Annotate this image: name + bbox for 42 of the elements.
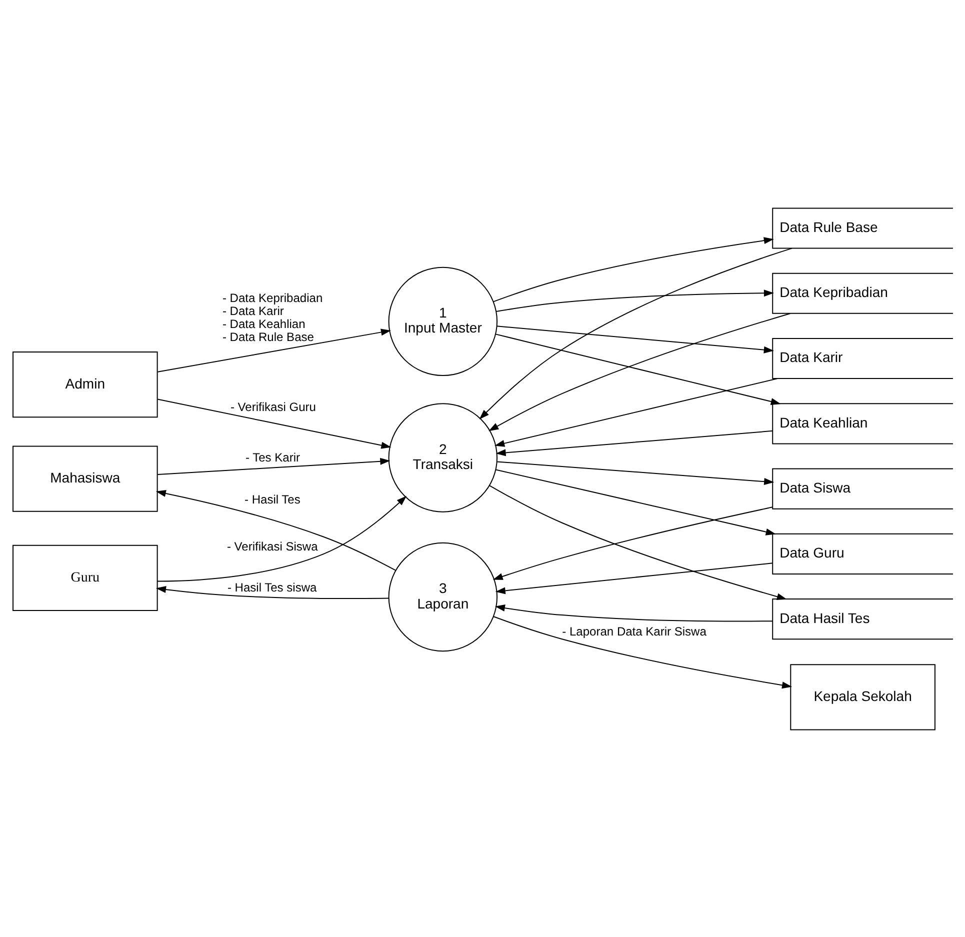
arrow (494, 333, 780, 404)
arrow (155, 490, 396, 570)
arrow (496, 460, 774, 485)
arrow (156, 328, 391, 372)
node-text: Data Rule Base (779, 218, 878, 234)
arrow (492, 236, 774, 302)
edge-label: - Tes Karir (245, 450, 300, 464)
arrow (156, 398, 391, 448)
node-text: Data Keahlian (779, 414, 868, 430)
arrow (156, 495, 406, 582)
arrow (494, 604, 772, 622)
edge-label: - Laporan Data Karir Siswa (562, 624, 706, 638)
node-box: Admin (12, 351, 158, 418)
arrow (478, 247, 792, 419)
edge-label: - Hasil Tes siswa (226, 580, 316, 594)
node-circle: 3 Laporan (388, 542, 498, 652)
node-box: Guru (12, 544, 158, 611)
node-text: Data Karir (779, 348, 842, 365)
edge-label: - Hasil Tes (244, 492, 300, 506)
arrow (488, 312, 790, 431)
arrow (494, 562, 772, 594)
arrow (155, 586, 389, 599)
node-text: Data Siswa (779, 479, 850, 495)
node-circle: 2 Transaksi (388, 402, 498, 512)
arrow (156, 457, 390, 475)
arrow (488, 484, 786, 600)
node-box: Mahasiswa (12, 445, 158, 512)
arrow (495, 289, 774, 312)
arrow (495, 468, 776, 535)
node-box: Kepala Sekolah (790, 664, 935, 730)
arrow (496, 325, 774, 353)
edge-label: - Verifikasi Guru (230, 400, 316, 414)
node-text: Data Guru (779, 544, 844, 560)
edge-label: - Verifikasi Siswa (226, 539, 318, 554)
node-circle: 1 Input Master (388, 266, 498, 376)
arrow (494, 378, 778, 446)
edge-label: - Data Kepribadian - Data Karir - Data Keahlian - Data Rule Base (222, 290, 322, 344)
arrow (495, 430, 773, 456)
node-text: Data Hasil Tes (779, 609, 870, 626)
arrow (492, 616, 792, 688)
node-text: Data Kepribadian (779, 284, 888, 300)
arrow (492, 506, 772, 580)
